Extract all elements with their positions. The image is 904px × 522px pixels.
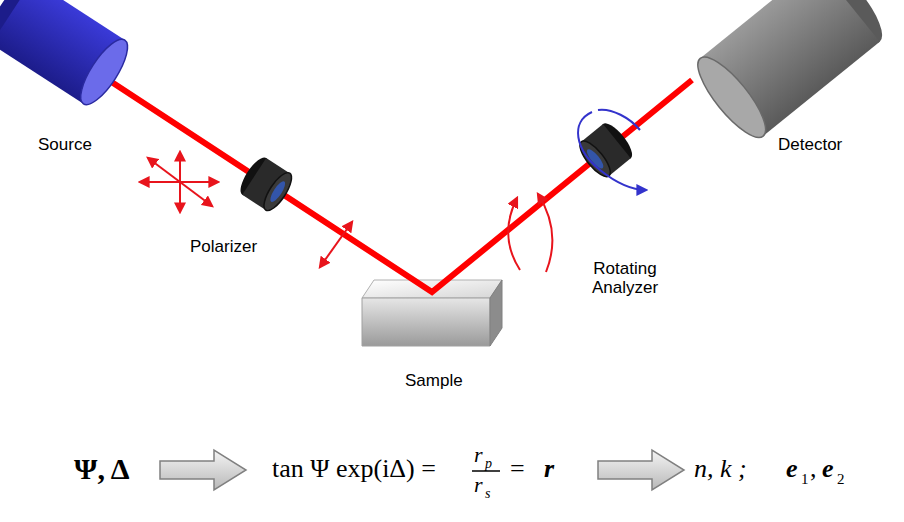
formula-text: tan Ψ exp(iΔ) = [272,455,436,484]
detector-cylinder [688,0,892,146]
light-beam [78,60,692,292]
formula-symbol: e [822,455,834,484]
formula-text: , [810,455,817,484]
formula-subscript: 2 [837,471,845,488]
block-arrow [598,450,684,490]
formula-subscript: s [485,486,490,501]
linear-polarization-arrow [320,222,352,267]
formula-text: Ψ, Δ [74,452,130,485]
formula-symbol: e [786,455,798,484]
elliptical-polarization-arrow [508,198,520,270]
part-label: Rotating Analyzer [582,260,668,297]
elliptical-polarization-arrow [538,194,552,272]
formula-text: = [510,455,525,484]
formula-subscript: p [485,456,492,471]
formula-subscript: 1 [801,471,809,488]
rotation-arrow [578,112,646,190]
polarizer-element [236,154,297,215]
formula-text: n, k ; [694,455,747,484]
part-label: Sample [405,372,463,391]
formula-symbol: r [474,473,483,497]
formula-symbol: r [474,443,483,467]
rotation-arrow [598,110,640,130]
block-arrow [160,450,246,490]
analyzer-element [575,119,637,181]
part-label: Detector [778,136,842,155]
part-label: Source [38,136,92,155]
source-cylinder [0,0,136,111]
unpolarized-symbol [140,152,218,212]
formula-symbol: r [544,455,554,484]
part-label: Polarizer [190,238,257,257]
